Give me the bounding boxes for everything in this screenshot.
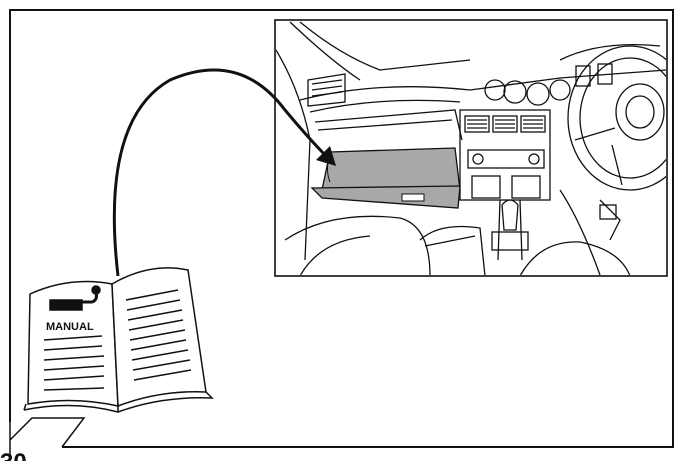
owners-manual-book: MANUAL bbox=[24, 268, 212, 412]
figure-number-tab: 30 bbox=[0, 418, 84, 461]
figure-number: 30 bbox=[0, 449, 27, 461]
car-interior-inset bbox=[275, 20, 686, 276]
glovebox bbox=[312, 148, 460, 208]
manual-label: MANUAL bbox=[46, 321, 94, 333]
